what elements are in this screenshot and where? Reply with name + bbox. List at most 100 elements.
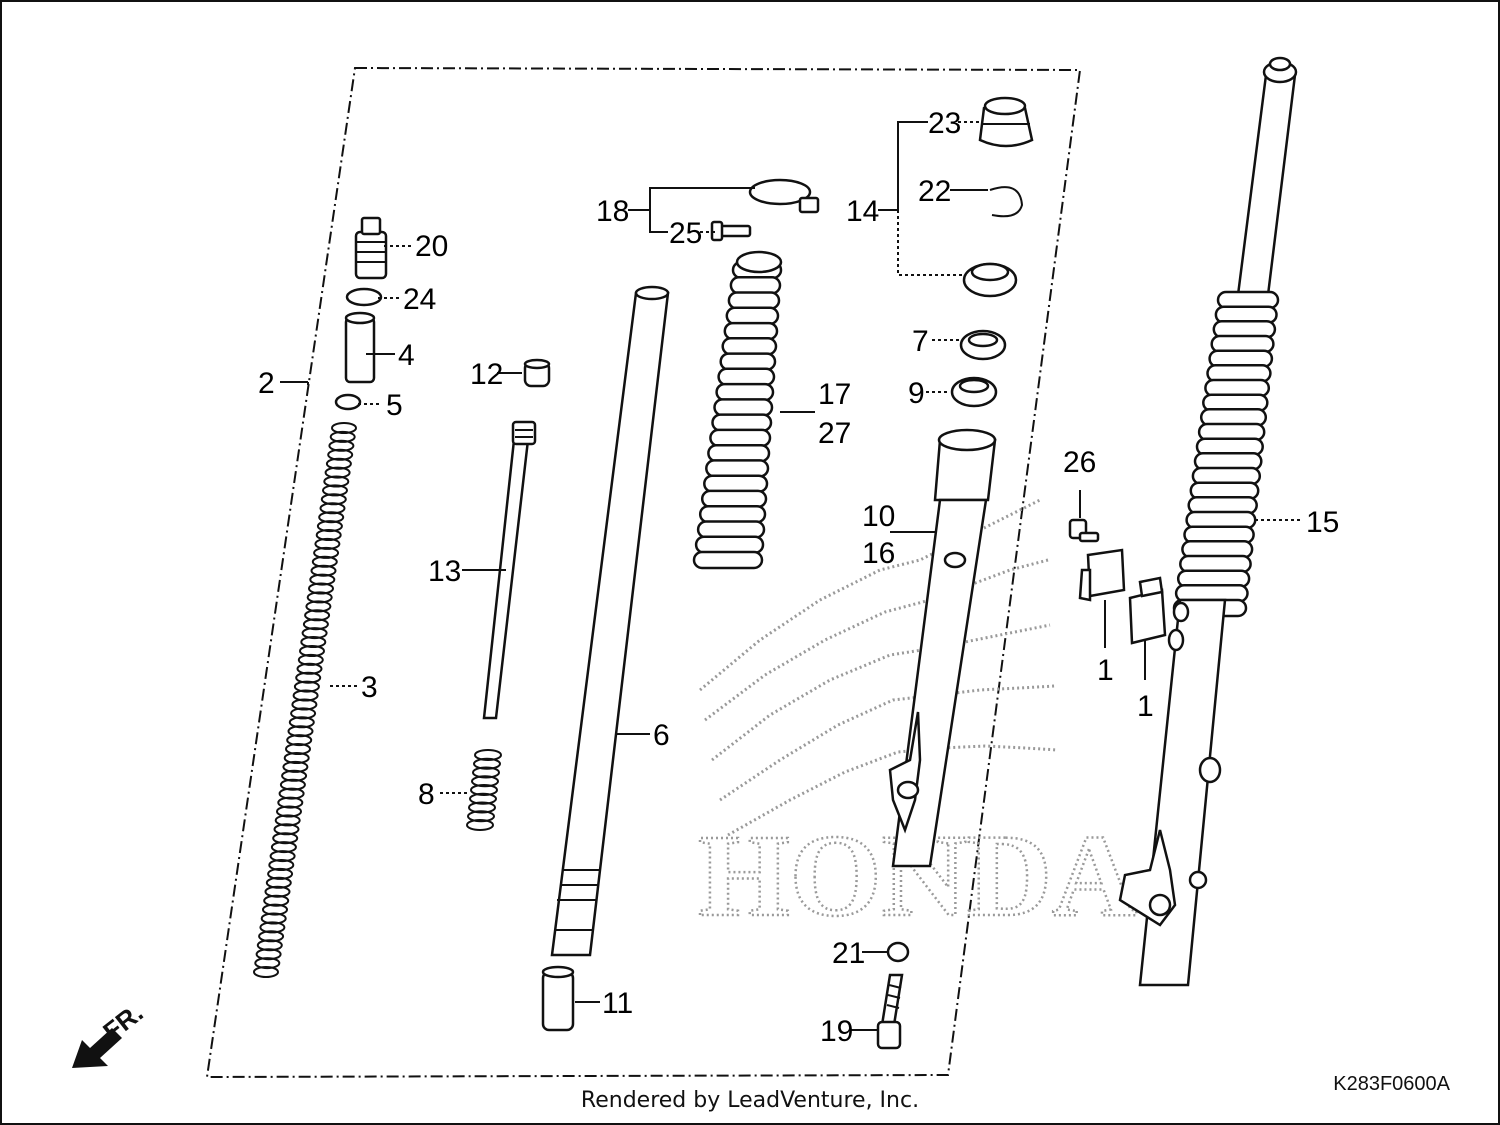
part-11-oil-lock-piece: [541, 965, 575, 1032]
spring-coil: [466, 819, 494, 831]
boot-fold: [709, 428, 772, 448]
callout-27: 27: [818, 417, 851, 450]
spring-coil: [315, 529, 342, 541]
part-5-washer: [334, 393, 362, 411]
part-1-brake-hose-guide-a: [1078, 548, 1126, 602]
callout-8: 8: [418, 778, 435, 811]
boot-top: [735, 250, 783, 274]
callout-10: 10: [862, 500, 895, 533]
spring-coil: [265, 876, 292, 889]
spring-coil: [286, 734, 313, 747]
part-3-fork-spring: [253, 422, 357, 978]
part-8-rebound-spring: [466, 749, 502, 831]
boot-fold: [719, 352, 777, 371]
rendered-by-footer: Rendered by LeadVenture, Inc.: [580, 1088, 920, 1113]
spring-coil: [305, 600, 332, 613]
spring-coil: [331, 422, 357, 434]
spring-coil: [295, 671, 322, 684]
spring-coil: [327, 448, 354, 461]
part-13-damper-rod: [482, 420, 537, 720]
boot-fold: [694, 535, 765, 554]
spring-coil: [316, 520, 343, 533]
front-direction-arrow: FR.: [72, 997, 149, 1068]
spring-coil: [470, 784, 498, 796]
spring-coil: [283, 752, 310, 764]
spring-coil: [304, 609, 331, 622]
spring-coil: [290, 707, 317, 720]
spring-coil: [269, 850, 296, 863]
callout-19: 19: [820, 1015, 853, 1048]
callout-11: 11: [602, 987, 633, 1020]
callout-labels: 2 3 4 5 20 24 12 13 8 6 11 18 25 17 27 1…: [258, 107, 1339, 1048]
part-7-back-up-ring: [959, 329, 1007, 361]
callout-18: 18: [596, 195, 629, 228]
spring-coil: [254, 957, 281, 970]
spring-coil: [302, 618, 329, 631]
spring-coil: [308, 582, 334, 595]
spring-coil: [259, 921, 286, 934]
spring-coil: [277, 796, 304, 809]
boot-fold: [698, 504, 767, 524]
spring-coil: [258, 930, 285, 943]
spring-coil: [279, 778, 306, 791]
callout-22: 22: [918, 175, 951, 208]
spring-coil: [318, 511, 345, 524]
assembly-frame: [205, 66, 1082, 1079]
callout-5: 5: [386, 389, 403, 422]
part-21-nut: [886, 941, 910, 963]
boot-fold: [703, 474, 769, 493]
callout-25: 25: [669, 217, 702, 250]
boot-fold: [721, 337, 778, 356]
spring-coil: [313, 546, 340, 559]
spring-coil: [469, 792, 497, 805]
spring-coil: [255, 948, 282, 961]
callout-7: 7: [912, 325, 929, 358]
spring-coil: [268, 859, 295, 871]
boot-fold: [729, 276, 782, 295]
callout-17: 17: [818, 378, 851, 411]
part-9-guide-bushing: [950, 376, 998, 408]
callout-4: 4: [398, 339, 415, 372]
callout-2: 2: [258, 367, 275, 400]
spring-coil: [296, 662, 323, 675]
spring-coil: [287, 725, 314, 738]
boot-fold: [723, 321, 779, 341]
callout-13: 13: [428, 555, 461, 588]
callout-3: 3: [361, 671, 378, 704]
callout-20: 20: [415, 230, 448, 263]
spring-coil: [322, 484, 348, 497]
spring-coil: [276, 805, 302, 818]
spring-coil: [263, 894, 290, 907]
spring-coil: [471, 775, 499, 788]
part-15-fork-assembly: [1118, 56, 1298, 987]
spring-coil: [301, 627, 328, 640]
spring-coil: [262, 903, 288, 916]
boot-fold: [727, 291, 781, 310]
spring-coil: [288, 716, 315, 729]
part-10-fork-slider: [888, 428, 997, 868]
boot-fold: [725, 306, 780, 326]
spring-coil: [297, 653, 324, 666]
callout-15: 15: [1306, 506, 1339, 539]
spring-coil: [324, 466, 351, 479]
callout-9: 9: [908, 377, 925, 410]
spring-coil: [325, 457, 352, 470]
spring-coil: [267, 867, 294, 880]
part-26-bolt: [1068, 518, 1100, 543]
boot-fold: [713, 398, 774, 417]
boot-fold: [717, 367, 776, 387]
callout-16: 16: [862, 537, 895, 570]
part-20-fork-bolt: [354, 216, 388, 280]
spring-coil: [319, 502, 346, 515]
callout-1-a: 1: [1097, 654, 1114, 687]
spring-coil: [310, 564, 337, 577]
spring-coil: [253, 966, 279, 978]
part-22-stopper-ring: [989, 186, 1024, 218]
leader-lines: [280, 121, 1300, 1031]
part-24-o-ring: [345, 287, 383, 307]
part-4-spacer: [344, 311, 376, 384]
spring-coil: [468, 801, 496, 814]
part-17-fork-boot: [692, 250, 783, 570]
spring-coil: [474, 749, 502, 761]
